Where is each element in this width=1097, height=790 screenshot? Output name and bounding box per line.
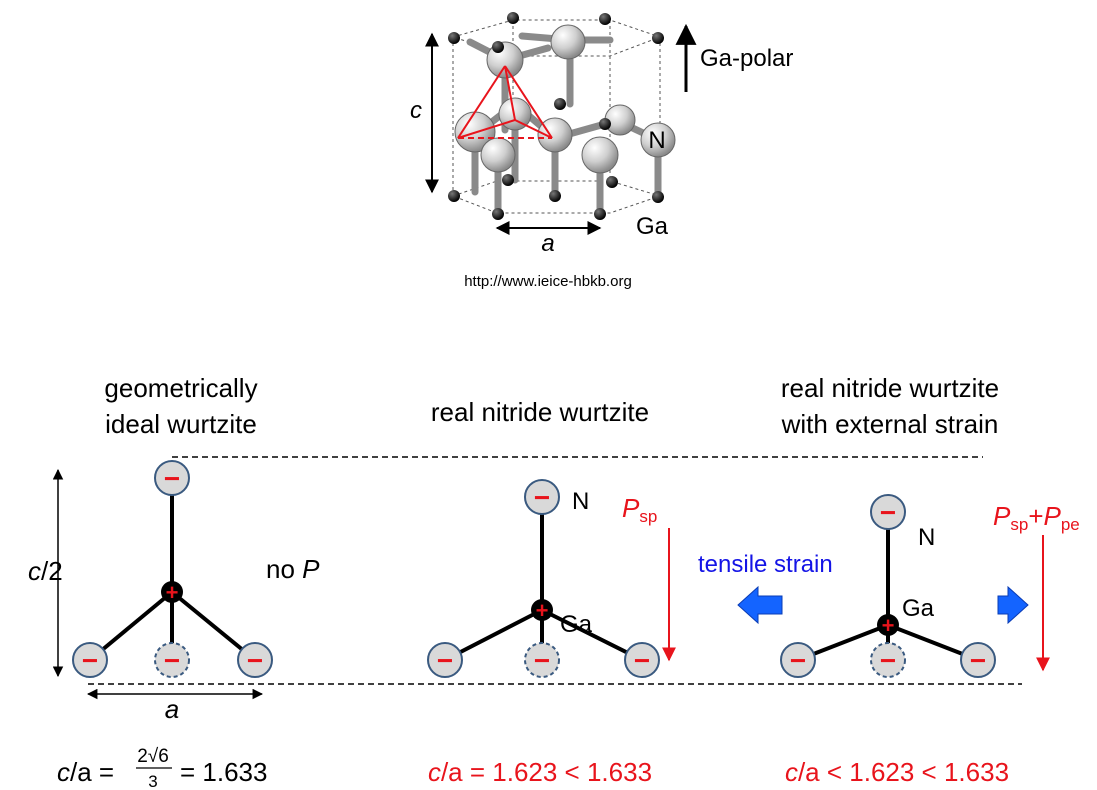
strained-ratio: c/a < 1.623 < 1.633 bbox=[785, 757, 1009, 787]
strained-anion-right: − bbox=[960, 642, 996, 678]
real-ga-label: Ga bbox=[560, 611, 593, 638]
fraction-denominator: 3 bbox=[148, 772, 157, 790]
ideal-ratio-formula: c/a = 2√6 3 = 1.633 bbox=[57, 746, 267, 790]
svg-text:c/a =: c/a = bbox=[57, 757, 114, 787]
crystal-n-label: N bbox=[648, 127, 665, 154]
source-url: http://www.ieice-hbkb.org bbox=[464, 273, 632, 290]
svg-text:−: − bbox=[634, 645, 650, 676]
svg-text:−: − bbox=[82, 645, 98, 676]
real-bonds bbox=[444, 497, 643, 662]
ideal-anion-left: − bbox=[72, 642, 108, 678]
strained-anion-top: − bbox=[870, 494, 906, 530]
svg-text:−: − bbox=[880, 497, 896, 528]
ideal-cation: + bbox=[161, 580, 183, 605]
strained-title-line1: real nitride wurtzite bbox=[781, 373, 999, 403]
ideal-bonds bbox=[88, 478, 257, 662]
strained-polarization-label: Psp+Ppe bbox=[993, 501, 1080, 534]
real-polarization-label: Psp bbox=[622, 493, 657, 526]
real-anion-left: − bbox=[427, 642, 463, 678]
crystal-n-atoms bbox=[454, 24, 676, 174]
ideal-anion-right: − bbox=[237, 642, 273, 678]
svg-text:−: − bbox=[790, 645, 806, 676]
real-anion-right: − bbox=[624, 642, 660, 678]
svg-text:−: − bbox=[534, 482, 550, 513]
crystal-structure: c a N Ga Ga-polar http://www.ieice-hbkb.… bbox=[410, 12, 793, 290]
svg-text:−: − bbox=[437, 645, 453, 676]
ideal-anion-top: − bbox=[154, 460, 190, 496]
fraction-numerator: 2√6 bbox=[137, 746, 169, 767]
ideal-height-label: c/2 bbox=[28, 556, 63, 586]
crystal-c-label: c bbox=[410, 97, 422, 124]
ideal-ratio-value: = 1.633 bbox=[180, 757, 267, 787]
real-wurtzite-column: real nitride wurtzite − − − − + N Ga bbox=[427, 397, 676, 787]
ideal-title-line2: ideal wurtzite bbox=[105, 409, 257, 439]
svg-text:−: − bbox=[247, 645, 263, 676]
strained-anion-back: − bbox=[870, 642, 906, 678]
svg-text:+: + bbox=[166, 580, 179, 605]
strained-title-line2: with external strain bbox=[781, 409, 999, 439]
ideal-base-label: a bbox=[165, 694, 179, 724]
real-anion-top: − bbox=[524, 479, 560, 515]
real-title: real nitride wurtzite bbox=[431, 397, 649, 427]
ideal-anion-back: − bbox=[154, 642, 190, 678]
tensile-strain-label: tensile strain bbox=[698, 551, 833, 578]
svg-text:−: − bbox=[970, 645, 986, 676]
strained-anion-left: − bbox=[780, 642, 816, 678]
crystal-ga-label: Ga bbox=[636, 213, 669, 240]
real-cation: + bbox=[531, 598, 553, 623]
ideal-title-line1: geometrically bbox=[104, 373, 257, 403]
strained-ga-label: Ga bbox=[902, 595, 935, 622]
svg-text:+: + bbox=[536, 598, 549, 623]
svg-text:−: − bbox=[164, 645, 180, 676]
real-n-label: N bbox=[572, 488, 589, 515]
svg-text:−: − bbox=[880, 645, 896, 676]
strained-n-label: N bbox=[918, 524, 935, 551]
strained-cation: + bbox=[877, 613, 899, 638]
strain-arrow-left bbox=[737, 585, 783, 625]
tetrahedron-outline bbox=[457, 65, 553, 139]
crystal-ga-atoms bbox=[448, 12, 664, 220]
svg-text:−: − bbox=[534, 645, 550, 676]
svg-text:+: + bbox=[882, 613, 895, 638]
ga-polar-label: Ga-polar bbox=[700, 45, 793, 72]
strained-wurtzite-column: real nitride wurtzite with external stra… bbox=[698, 373, 1080, 787]
no-polarization-label: no P bbox=[266, 554, 320, 584]
svg-text:−: − bbox=[164, 463, 180, 494]
real-anion-back: − bbox=[524, 642, 560, 678]
strain-arrow-right bbox=[997, 585, 1029, 625]
crystal-a-label: a bbox=[541, 230, 554, 257]
real-ratio: c/a = 1.623 < 1.633 bbox=[428, 757, 652, 787]
ideal-wurtzite-column: geometrically ideal wurtzite − − − − + bbox=[28, 373, 320, 790]
